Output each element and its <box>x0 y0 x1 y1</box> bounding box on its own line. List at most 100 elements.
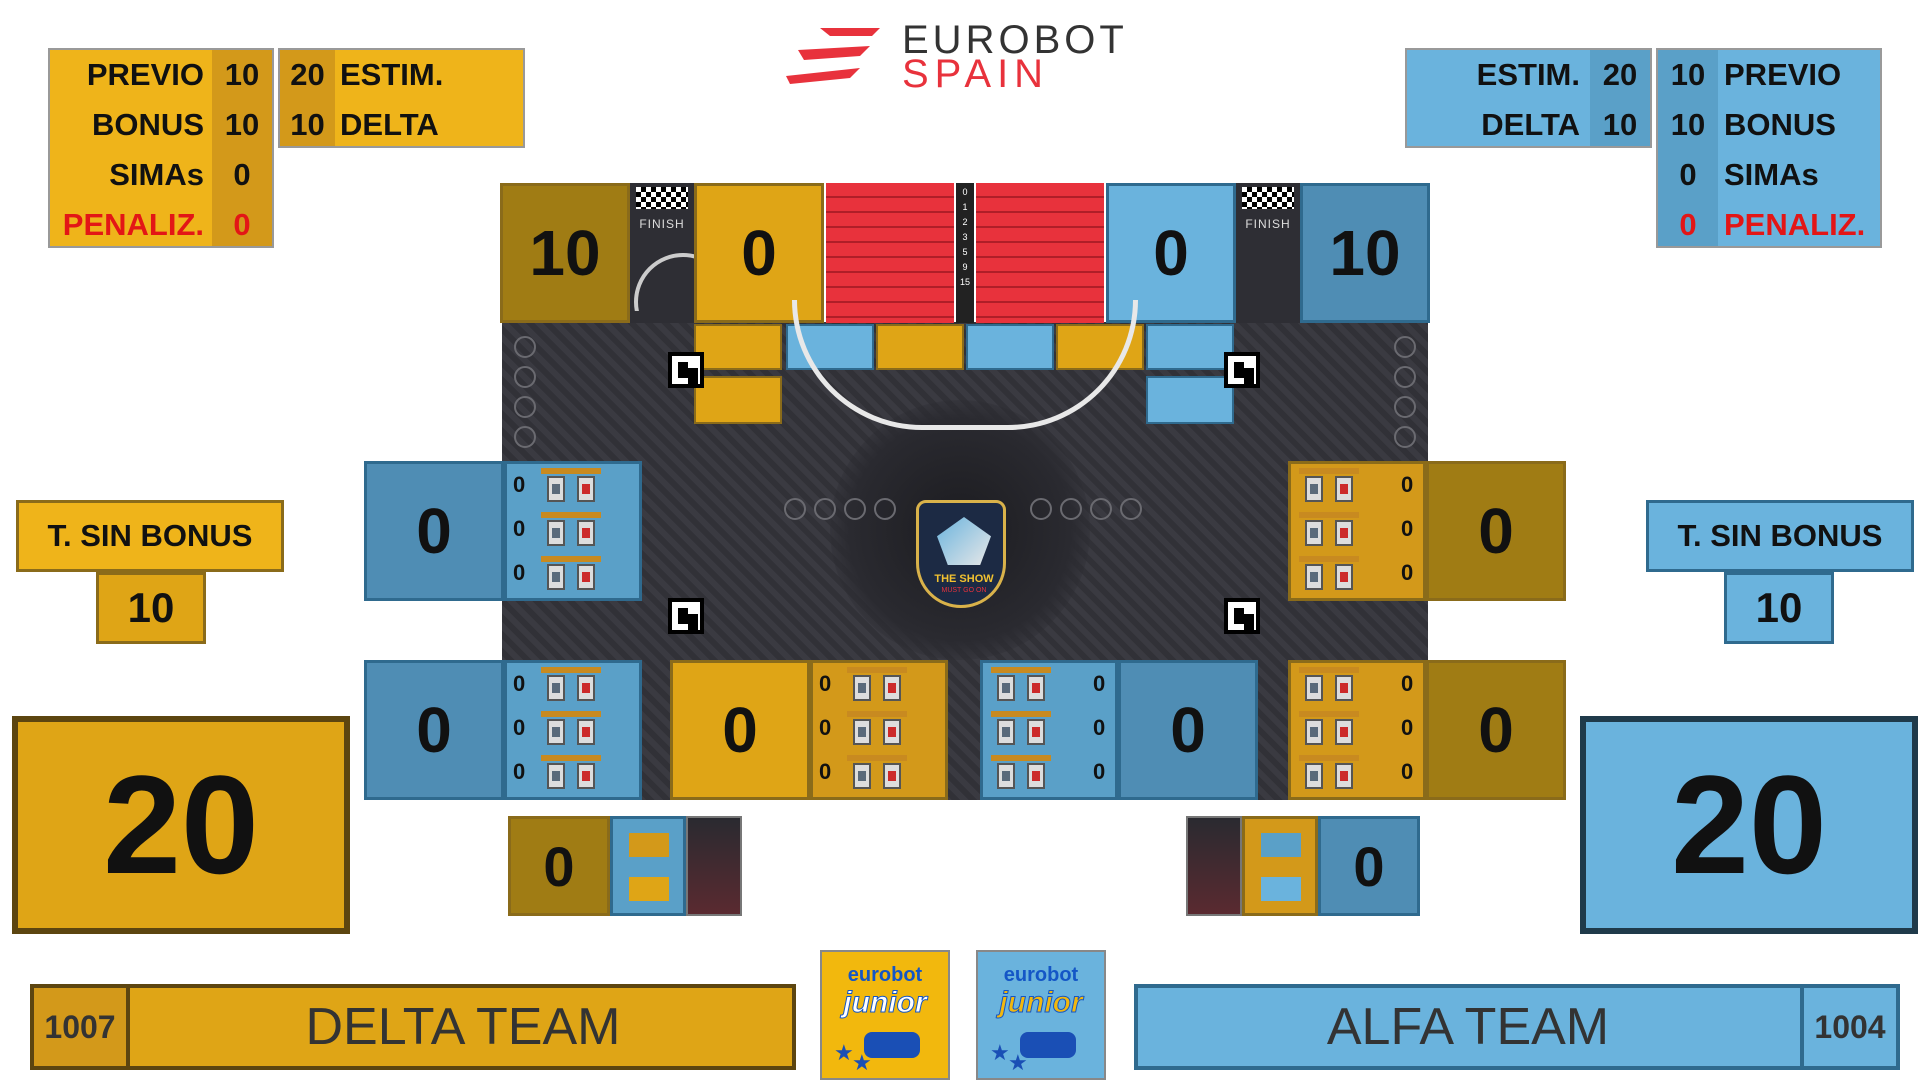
field-tile <box>694 324 782 370</box>
finish-label: FINISH <box>1245 217 1291 231</box>
planter-count: 0 <box>819 715 832 740</box>
eurobot-junior-logo-right: eurobot junior ★ ★ <box>976 950 1106 1080</box>
ladder-value: 3 <box>962 232 968 242</box>
planter-count: 0 <box>513 516 526 541</box>
field-circle <box>1394 396 1416 418</box>
right-previo-label: PREVIO <box>1724 57 1842 92</box>
star-icon: ★ <box>834 1040 854 1065</box>
field-circle <box>1394 366 1416 388</box>
finish-label: FINISH <box>639 217 685 231</box>
right-total-score: 20 <box>1580 716 1918 934</box>
right-estim-label: ESTIM. <box>1476 57 1580 92</box>
right-penaliz-label: PENALIZ. <box>1724 207 1866 242</box>
brand-top-text: EUROBOT <box>902 18 1128 62</box>
field-circle <box>784 498 806 520</box>
planter-count: 0 <box>1401 516 1414 541</box>
left-penaliz-value: 0 <box>233 207 251 242</box>
right-tsb-value: 10 <box>1724 572 1834 644</box>
emblem-caption-2: MUST GO ON <box>941 587 987 594</box>
right-previo-value: 10 <box>1670 57 1706 92</box>
planter-count: 0 <box>819 671 832 696</box>
right-zone-upper-score: 0 <box>1426 461 1566 601</box>
planter-icon <box>1299 468 1359 504</box>
planter-icon <box>541 711 601 747</box>
planter-count: 0 <box>1093 759 1106 784</box>
field-tile <box>1146 324 1234 370</box>
planter-icon <box>1299 755 1359 791</box>
right-delta-value: 10 <box>1602 107 1638 142</box>
right-simas-label: SIMAs <box>1724 157 1819 192</box>
ladder-value: 15 <box>959 277 970 287</box>
planter-icon <box>847 755 907 791</box>
field-circle <box>1090 498 1112 520</box>
top-left-score: 10 <box>500 183 630 323</box>
right-team-bar: ALFA TEAM 1004 <box>1134 984 1900 1070</box>
eurobot-junior-logo-left: eurobot junior ★ ★ <box>820 950 950 1080</box>
field-circle <box>514 396 536 418</box>
finish-flag-icon <box>1242 187 1294 209</box>
field-circle <box>844 498 866 520</box>
planter-icon <box>991 667 1051 703</box>
right-penaliz-value: 0 <box>1679 207 1697 242</box>
aruco-marker-icon <box>668 598 704 634</box>
planter-icon <box>1299 711 1359 747</box>
left-delta-value: 10 <box>290 107 325 142</box>
robot-car-icon <box>1020 1032 1076 1058</box>
field-circle <box>1394 426 1416 448</box>
left-tsb-value: 10 <box>96 572 206 644</box>
junior-logo-bottom: junior <box>843 986 927 1020</box>
ladder-value: 9 <box>962 262 968 272</box>
bottom-left-score: 0 <box>508 816 610 916</box>
ladder-value: 0 <box>962 187 968 197</box>
planter-icon <box>541 512 601 548</box>
left-total-score: 20 <box>12 716 350 934</box>
right-zone-lower-score: 0 <box>1426 660 1566 800</box>
emblem-caption-1: THE SHOW <box>934 573 994 585</box>
planter-count: 0 <box>819 759 832 784</box>
planter-count: 0 <box>1401 560 1414 585</box>
right-zone-lower-planters: 0 0 0 <box>1288 660 1426 800</box>
left-bonus-value: 10 <box>224 107 260 142</box>
top-left-finish-tile: FINISH <box>630 183 698 323</box>
planter-count: 0 <box>513 472 526 497</box>
field-circle <box>514 336 536 358</box>
robot-car-icon <box>864 1032 920 1058</box>
robot-icon <box>937 517 991 565</box>
right-estim-value: 20 <box>1602 57 1638 92</box>
junior-logo-top: eurobot <box>847 964 923 986</box>
planter-icon <box>541 755 601 791</box>
left-zone-lower-planters: 0 0 0 <box>504 660 642 800</box>
planter-icon <box>541 468 601 504</box>
planter-icon <box>847 667 907 703</box>
eurobot-swoosh-icon <box>786 28 880 84</box>
left-team-id: 1007 <box>34 988 130 1066</box>
star-icon: ★ <box>990 1040 1010 1065</box>
left-bonus-label: BONUS <box>92 107 204 142</box>
planter-count: 0 <box>513 759 526 784</box>
star-icon: ★ <box>852 1050 872 1075</box>
ladder-value: 2 <box>962 217 968 227</box>
planter-count: 0 <box>1401 671 1414 696</box>
field-tile <box>1146 376 1234 424</box>
junior-logo-top: eurobot <box>1003 964 1079 986</box>
left-delta-label: DELTA <box>340 107 439 142</box>
field-circle <box>1120 498 1142 520</box>
center-right-lower-planters: 0 0 0 <box>980 660 1118 800</box>
center-right-lower-score: 0 <box>1118 660 1258 800</box>
right-tsb-label: T. SIN BONUS <box>1646 500 1914 572</box>
field-circle <box>814 498 836 520</box>
right-zone-upper-planters: 0 0 0 <box>1288 461 1426 601</box>
left-simas-value: 0 <box>233 157 251 192</box>
left-penaliz-label: PENALIZ. <box>62 207 204 242</box>
center-left-lower-score: 0 <box>670 660 810 800</box>
aruco-marker-icon <box>1224 352 1260 388</box>
left-zone-lower-score: 0 <box>364 660 504 800</box>
planter-count: 0 <box>513 560 526 585</box>
planter-icon <box>541 667 601 703</box>
aruco-marker-icon <box>1224 598 1260 634</box>
poster-card-icon <box>686 816 742 916</box>
planter-count: 0 <box>1401 759 1414 784</box>
field-tile <box>694 376 782 424</box>
left-team-name: DELTA TEAM <box>305 998 621 1056</box>
ladder-value: 5 <box>962 247 968 257</box>
